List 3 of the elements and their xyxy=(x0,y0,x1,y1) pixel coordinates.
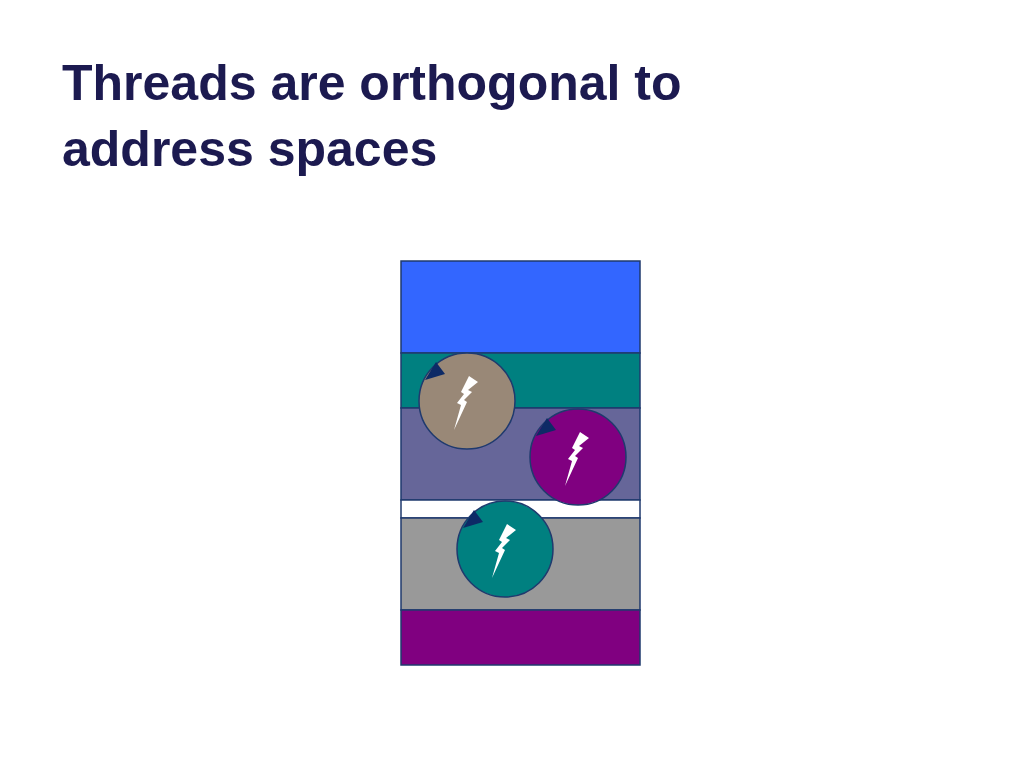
slide-title: Threads are orthogonal to address spaces xyxy=(62,54,683,179)
memory-region-band xyxy=(400,609,641,666)
memory-region-band xyxy=(400,260,641,354)
